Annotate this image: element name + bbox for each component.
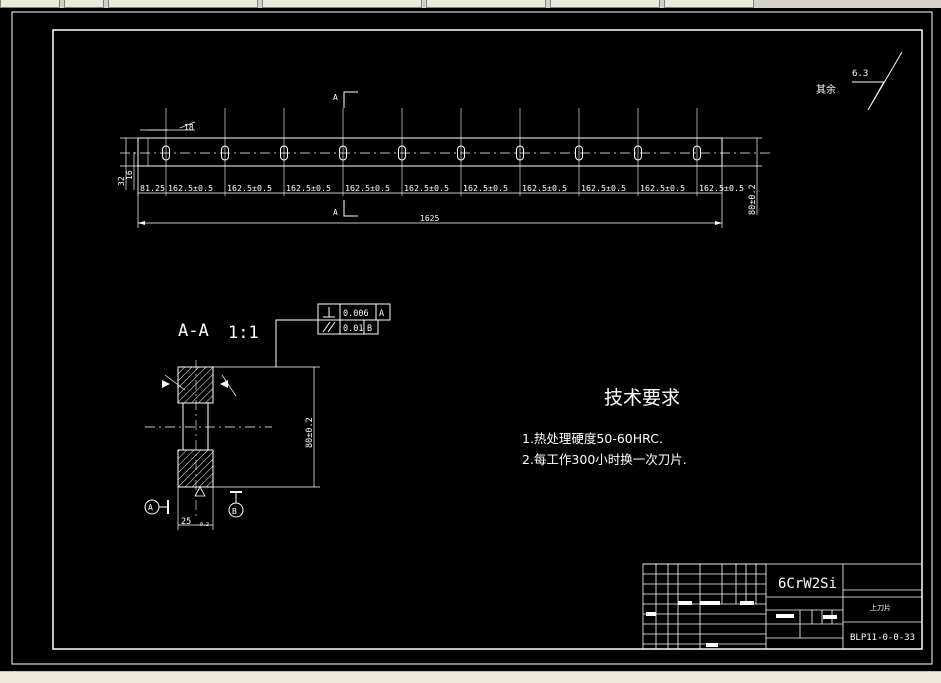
tech-requirement-2: 2.每工作300小时换一次刀片.: [522, 452, 687, 467]
gdt-frames: 0.006 A 0.01 B: [275, 303, 391, 367]
section-title: A-A: [178, 321, 209, 341]
spacing-label: 162.5±0.5: [581, 183, 626, 193]
width-25-label: 25: [181, 517, 191, 527]
datum-b-label: B: [232, 507, 237, 516]
section-height-label: 80±0.2: [305, 417, 315, 448]
blade-elevation-view: [120, 108, 770, 196]
spacing-label: 162.5±0.5: [404, 183, 449, 193]
cross-section-profile: [145, 360, 272, 520]
toolbar-icons-group-2[interactable]: [64, 0, 104, 8]
sheet-inner-border: [52, 29, 923, 650]
right-height-dimension: 80±0.2: [722, 137, 762, 215]
height-80-label: 80±0.2: [748, 184, 758, 215]
sheet-outer-border: [11, 11, 933, 665]
spacing-label: 162.5±0.5: [522, 183, 567, 193]
perp-datum-ref: A: [379, 309, 384, 319]
spacing-label: 162.5±0.5: [286, 183, 331, 193]
material-label: 6CrW2Si: [778, 576, 837, 592]
drawing-number-label: BLP11-0-0-33: [850, 633, 915, 643]
overall-length-dimension: 1625: [137, 166, 723, 228]
length-1625-label: 1625: [420, 214, 439, 223]
linetype-dropdown[interactable]: [426, 0, 546, 8]
status-bar: [0, 671, 941, 683]
dim-32-label: 32: [117, 176, 126, 186]
left-dimensions: 32 16 18: [117, 121, 196, 190]
spacing-label: 81.25: [140, 183, 165, 193]
par-datum-ref: B: [367, 324, 372, 334]
dim-18-label: 18: [184, 123, 194, 132]
lineweight-dropdown[interactable]: [550, 0, 660, 8]
layer-dropdown[interactable]: [108, 0, 258, 8]
spacing-label: 162.5±0.5: [168, 183, 213, 193]
section-mark-bottom: A: [333, 200, 358, 217]
roughness-value: 6.3: [852, 69, 868, 79]
tech-requirements-title: 技术要求: [604, 387, 680, 409]
roughness-other-label: 其余: [816, 83, 836, 96]
cad-toolbar-strip: [0, 0, 941, 8]
plotstyle-dropdown[interactable]: [664, 0, 754, 8]
spacing-label: 162.5±0.5: [227, 183, 272, 193]
perp-tolerance-value: 0.006: [343, 309, 369, 319]
datum-a-marker: A: [144, 499, 169, 515]
spacing-label: 162.5±0.5: [345, 183, 390, 193]
section-scale: 1:1: [228, 323, 259, 343]
parallelism-icon: [322, 321, 336, 333]
color-dropdown[interactable]: [262, 0, 422, 8]
surface-roughness-symbol: 6.3 其余: [816, 51, 903, 111]
dim-16-label: 16: [125, 170, 134, 180]
width-tol-label: -0.2: [197, 522, 209, 528]
section-label-bottom: A: [333, 208, 338, 217]
title-block: 6CrW2Si 上刀片 BLP11-0-0-33: [642, 563, 923, 650]
datum-b-marker: B: [228, 491, 244, 518]
section-label-top: A: [333, 93, 338, 102]
section-width-dimension: 25 -0.2: [177, 486, 214, 530]
datum-a-label: A: [148, 503, 153, 512]
part-name-label: 上刀片: [870, 603, 891, 612]
section-height-dimension: 80±0.2: [213, 366, 320, 488]
par-tolerance-value: 0.01: [343, 324, 363, 334]
perpendicularity-icon: [323, 307, 335, 318]
spacing-label: 162.5±0.5: [640, 183, 685, 193]
section-mark-top: A: [333, 91, 358, 108]
spacing-label: 162.5±0.5: [699, 183, 744, 193]
spacing-label: 162.5±0.5: [463, 183, 508, 193]
toolbar-icons-group[interactable]: [0, 0, 60, 8]
tech-requirement-1: 1.热处理硬度50-60HRC.: [522, 431, 663, 446]
